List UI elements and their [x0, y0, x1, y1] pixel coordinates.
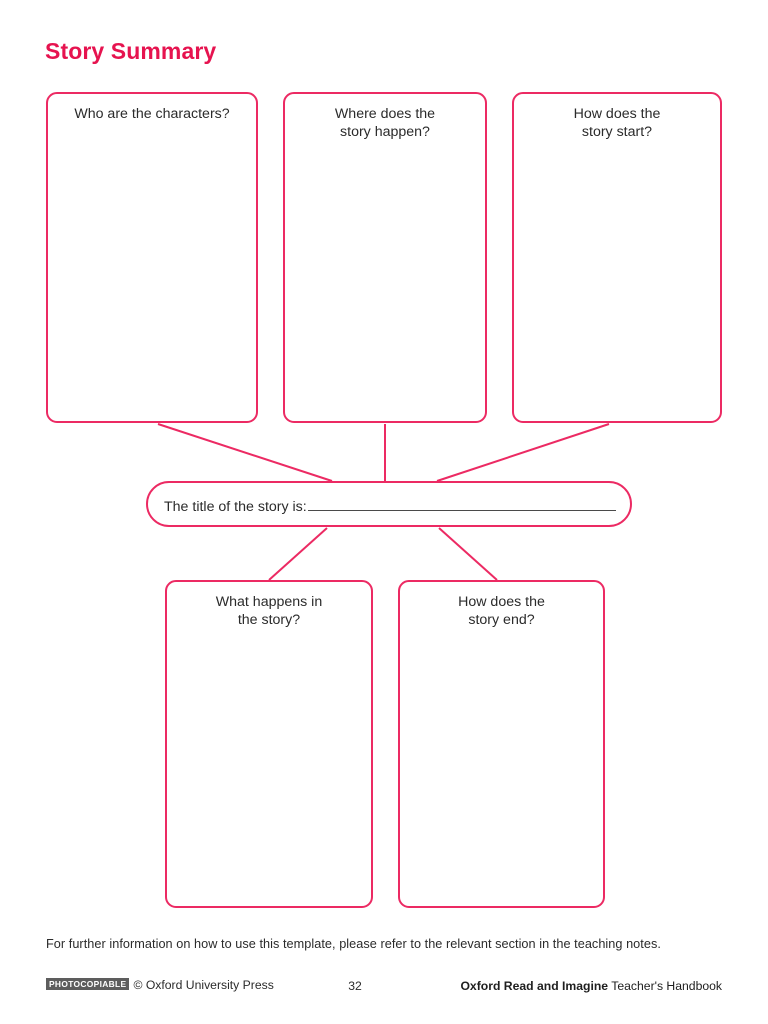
footer-series-title: Oxford Read and Imagine	[460, 979, 609, 993]
box-how-does-the-story-start[interactable]: How does the story start?	[512, 92, 722, 423]
footer-book-reference: Oxford Read and Imagine Teacher's Handbo…	[460, 979, 722, 993]
box-label-start-line1: How does the	[573, 106, 661, 122]
connector-title-to-happens	[268, 527, 328, 581]
connector-characters-to-title	[157, 423, 333, 482]
photocopiable-badge: PHOTOCOPIABLE	[46, 978, 130, 991]
footer-bar: PHOTOCOPIABLE© Oxford University Press 3…	[46, 978, 722, 996]
box-label-start: How does the story start?	[514, 105, 720, 141]
title-write-line[interactable]	[307, 496, 616, 511]
footer-note: For further information on how to use th…	[46, 937, 661, 951]
title-prompt-label: The title of the story is:	[164, 499, 307, 515]
box-label-characters: Who are the characters?	[74, 106, 230, 122]
box-label-where-line1: Where does the	[334, 106, 436, 122]
box-label-end: How does the story end?	[400, 593, 603, 629]
box-label-end-line1: How does the	[458, 594, 545, 610]
page-title: Story Summary	[45, 38, 217, 64]
box-label-where: Where does the story happen?	[285, 105, 485, 141]
copyright-text: © Oxford University Press	[133, 978, 274, 992]
box-label-happens-line1: What happens in	[215, 594, 323, 610]
footer-book-title: Teacher's Handbook	[611, 979, 722, 993]
box-label-start-line2: story start?	[581, 124, 653, 140]
box-label-happens-line2: the story?	[237, 612, 301, 628]
box-label-where-line2: story happen?	[340, 124, 430, 140]
connector-title-to-end	[438, 527, 498, 581]
box-how-does-the-story-end[interactable]: How does the story end?	[398, 580, 605, 908]
box-what-happens-in-the-story[interactable]: What happens in the story?	[165, 580, 373, 908]
title-bar-inner: The title of the story is:	[164, 496, 616, 515]
box-title-of-the-story[interactable]: The title of the story is:	[146, 481, 632, 527]
box-who-are-the-characters[interactable]: Who are the characters?	[46, 92, 258, 423]
box-where-does-the-story-happen[interactable]: Where does the story happen?	[283, 92, 487, 423]
box-label-end-line2: story end?	[468, 612, 535, 628]
page-number: 32	[348, 979, 362, 993]
box-label-happens: What happens in the story?	[167, 593, 371, 629]
connector-start-to-title	[436, 423, 610, 482]
